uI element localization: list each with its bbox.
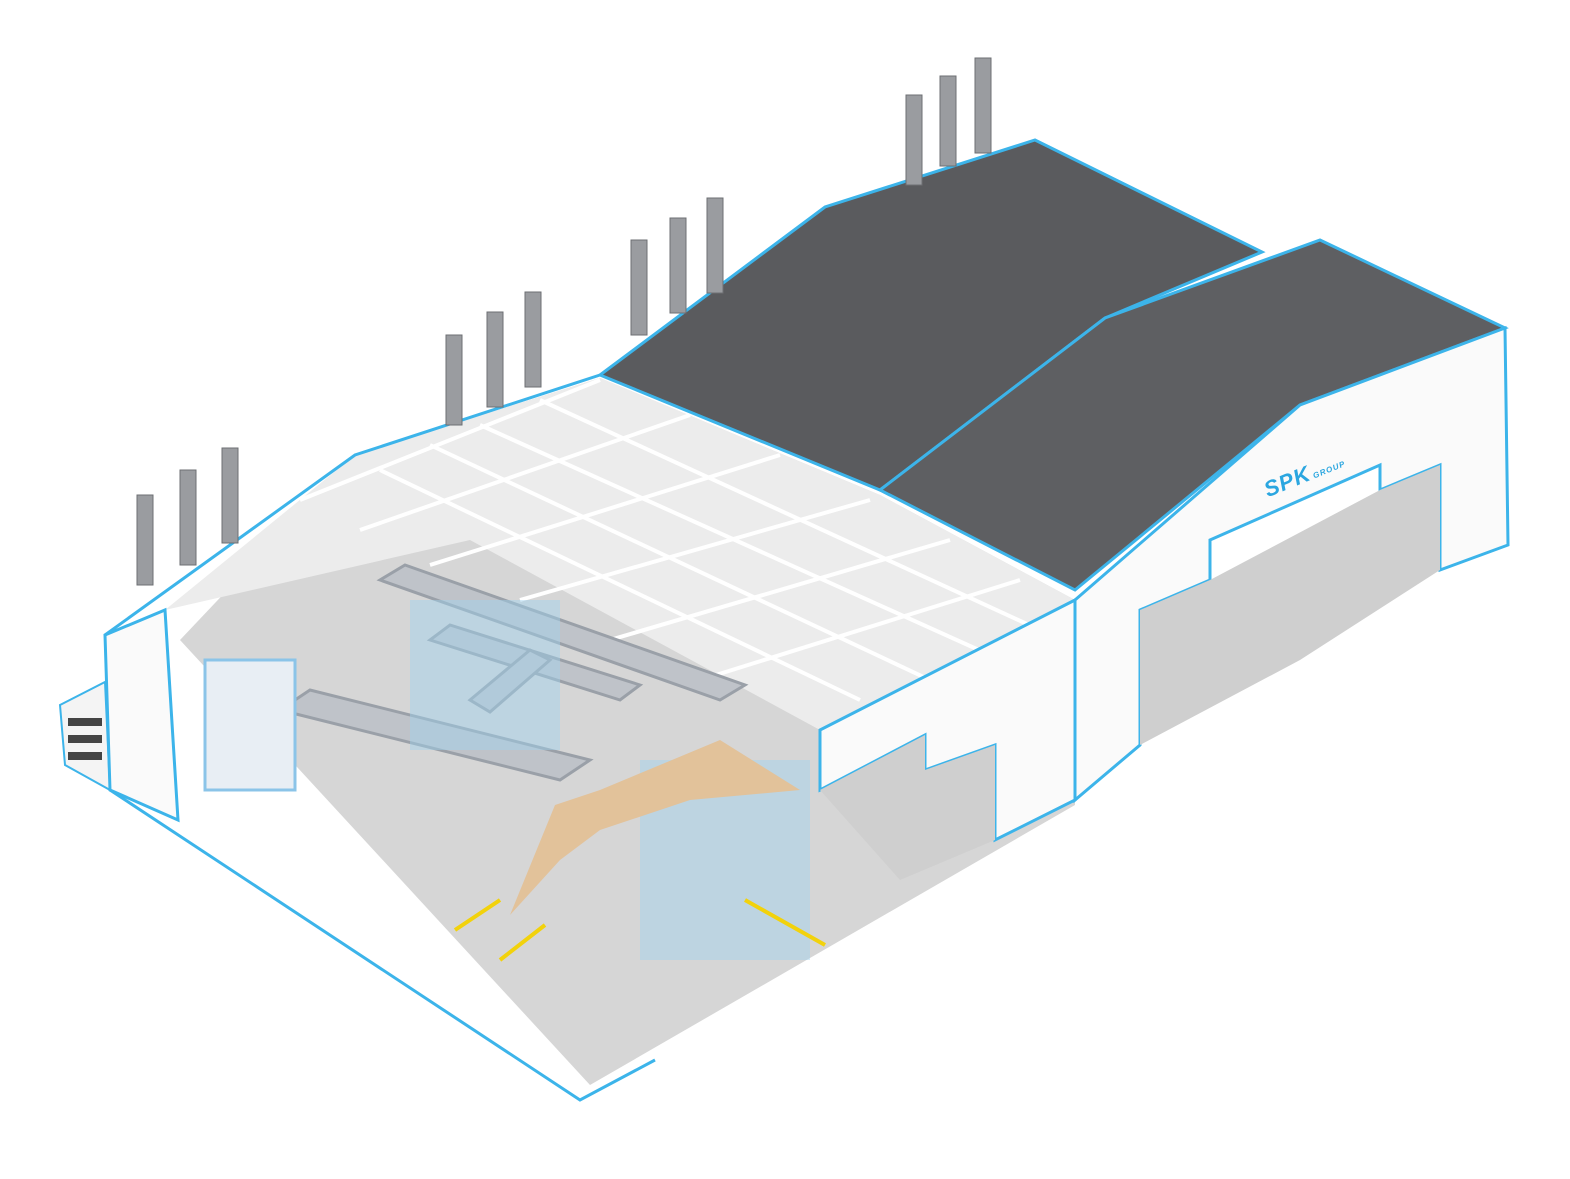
left-end-wall	[103, 607, 180, 823]
exhaust-chimneys	[136, 57, 992, 586]
front-wall-edge	[109, 788, 656, 1102]
aircraft	[510, 740, 800, 915]
annex-building	[58, 680, 112, 792]
roof-trusses	[299, 378, 1041, 702]
ventilation-ducts	[203, 563, 749, 792]
